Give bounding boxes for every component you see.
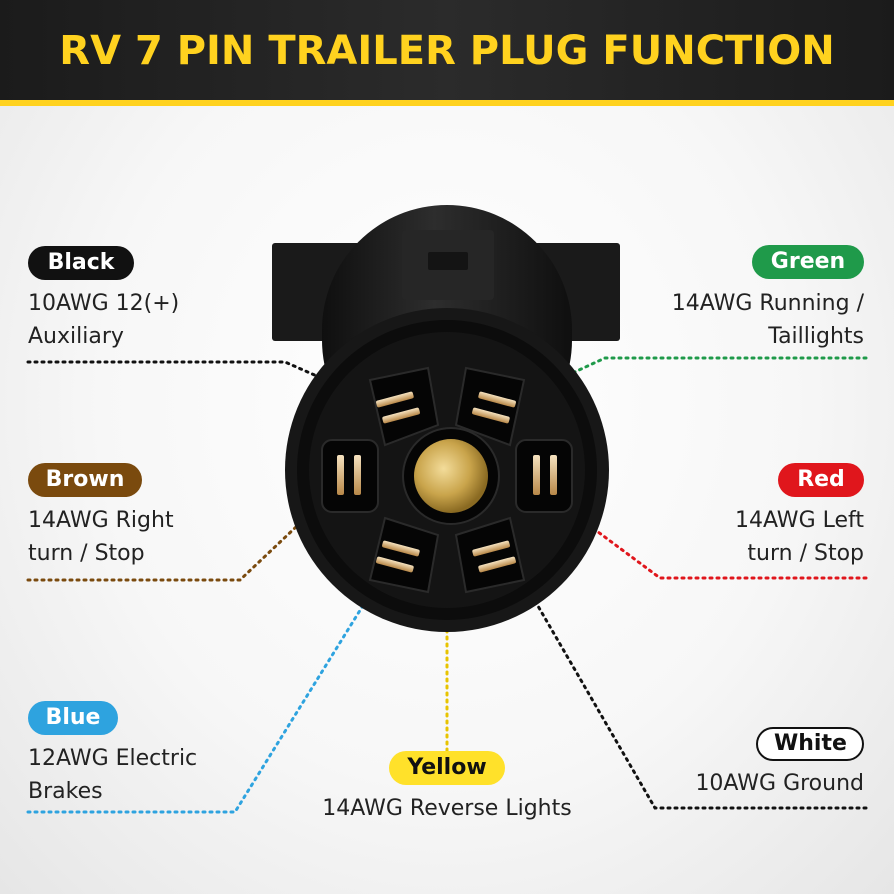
black-wire-line <box>26 360 362 397</box>
green-wire-description: 14AWG Running / Taillights <box>671 291 864 349</box>
blue-wire-description: 12AWG Electric Brakes <box>28 746 198 804</box>
green-wire-badge: Green <box>752 245 864 279</box>
pin-socket-bottom-left <box>368 516 440 594</box>
white-wire-description: 10AWG Ground <box>695 771 864 796</box>
blue-wire-badge: Blue <box>28 701 118 735</box>
green-wire-line <box>523 356 868 397</box>
banner-accent-stripe <box>0 100 894 106</box>
plug-body <box>272 205 620 632</box>
white-wire-line <box>518 573 868 810</box>
blue-wire-line <box>26 568 387 814</box>
brown-wire-description: 14AWG Right turn / Stop <box>28 508 174 566</box>
black-wire-description: 10AWG 12(+) Auxiliary <box>28 291 180 349</box>
pin-socket-left <box>321 439 379 513</box>
yellow-wire-badge: Yellow <box>389 751 505 785</box>
red-wire-description: 14AWG Left turn / Stop <box>734 508 864 566</box>
pin-socket-top-right <box>454 366 526 447</box>
red-wire-badge: Red <box>778 463 864 497</box>
pin-socket-bottom-right <box>454 516 526 594</box>
yellow-wire-description: 14AWG Reverse Lights <box>322 796 572 821</box>
pin-socket-top-left <box>368 366 440 447</box>
black-wire-badge: Black <box>28 246 134 280</box>
pin-socket-right <box>515 439 573 513</box>
page-title: RV 7 PIN TRAILER PLUG FUNCTION <box>59 28 835 74</box>
title-banner <box>0 0 894 106</box>
brown-wire-line <box>26 488 337 582</box>
white-wire-badge: White <box>756 727 864 761</box>
brown-wire-badge: Brown <box>28 463 142 497</box>
center-pin <box>402 427 500 525</box>
